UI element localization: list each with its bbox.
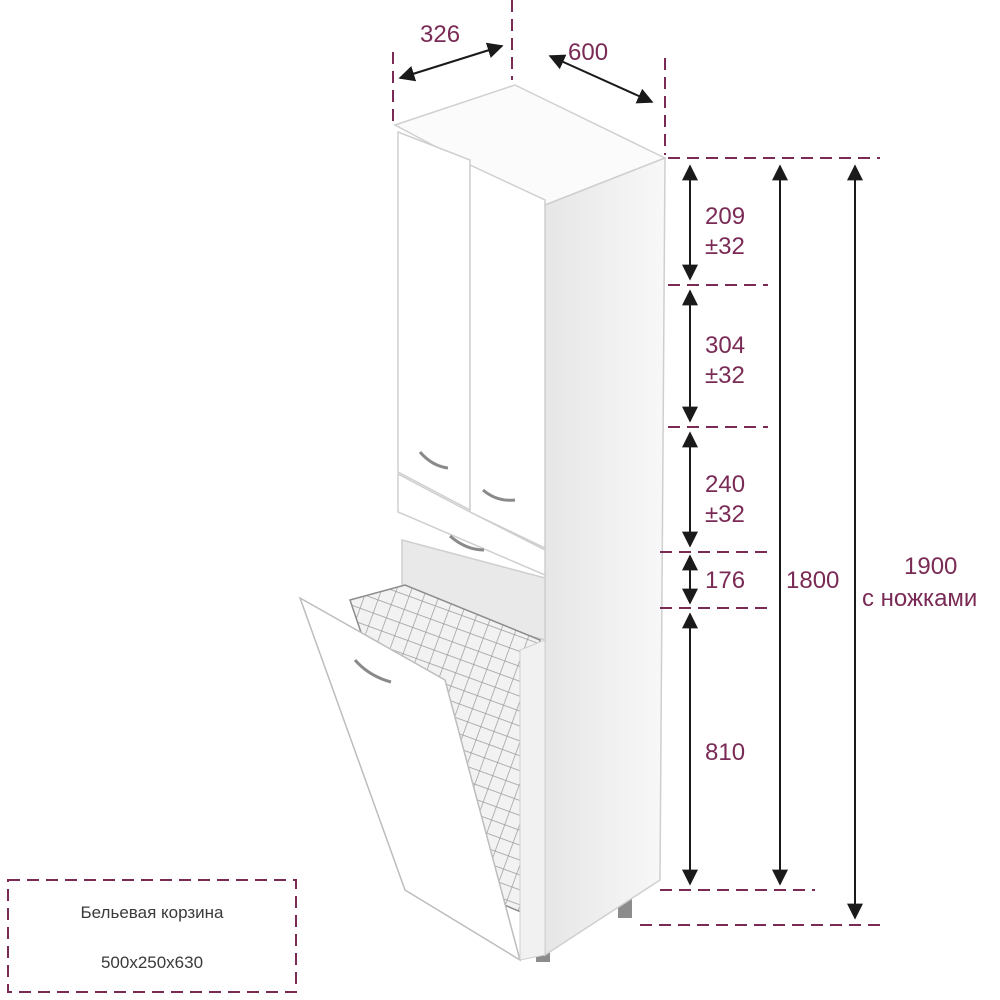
depth-arrow [398,42,504,82]
section-value-label: 304 [705,332,745,359]
drawer-handle-icon [449,534,485,552]
cabinet-side-panel [544,156,666,957]
upper-door-left [397,130,471,512]
section-value-label: 176 [705,567,745,594]
section-tolerance-label: ±32 [705,362,745,389]
top-dimensions: 326 600 [392,0,666,155]
door-handle-icon [482,488,516,502]
width-arrow [548,54,654,104]
section-value-label: 810 [705,739,745,766]
width-label: 600 [568,39,608,66]
basket-note-frame [7,879,297,993]
basket-note-title: Бельевая корзина [81,903,225,922]
cabinet-lower-front [519,639,546,961]
section-tolerance-label: ±32 [705,233,745,260]
section-value-label: 209 [705,203,745,230]
upper-door-right [469,163,546,550]
basket-note-size: 500x250x630 [101,953,203,972]
basket-note: Бельевая корзина 500x250x630 [7,879,297,993]
door-handle-icon [418,451,449,470]
height-dimensions: 209 ±32 304 ±32 240 ±32 176 810 1800 190… [640,157,977,926]
section-value-label: 240 [705,471,745,498]
cabinet-illustration [298,84,667,962]
height-1900-note: с ножками [862,585,977,612]
height-1900-label: 1900 [904,553,957,580]
section-tolerance-label: ±32 [705,501,745,528]
depth-label: 326 [420,21,460,48]
basket-door-handle-icon [353,659,392,684]
height-1800-label: 1800 [786,567,839,594]
drawer-front [397,472,546,577]
